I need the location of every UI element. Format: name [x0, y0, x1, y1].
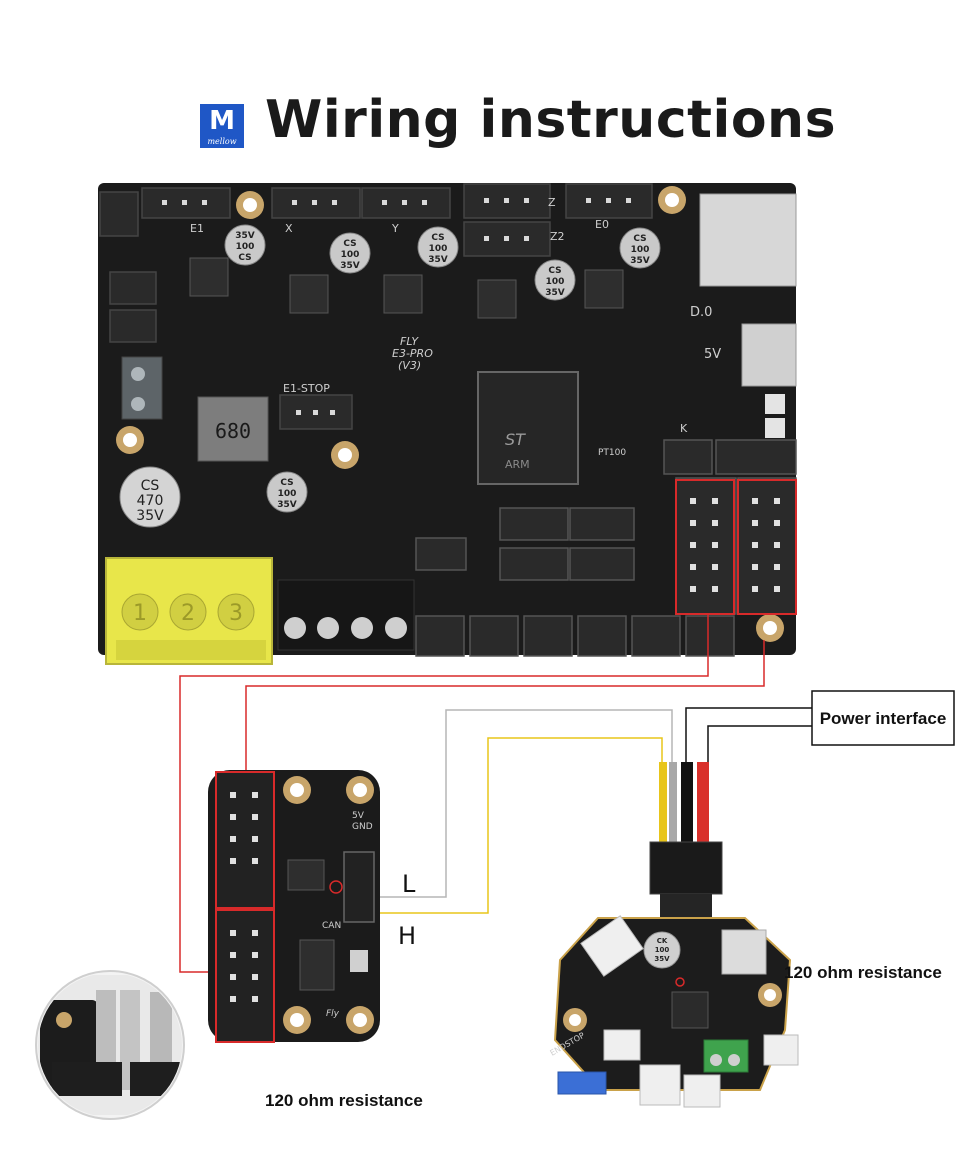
capacitors — [119, 224, 661, 528]
toolhead-resistor-marker — [675, 977, 685, 987]
cap-1-l3: CS — [238, 253, 251, 263]
page-title: Wiring instructions — [265, 90, 837, 150]
toolhead-board: CK 100 35V ENDSTOP — [549, 762, 799, 1108]
cap-1-l1: 35V — [235, 231, 255, 241]
power-interface-label: Power interface — [820, 709, 947, 728]
cap-4-l1: CS — [548, 266, 561, 276]
adapter-silk-gnd: GND — [352, 822, 373, 832]
silk-model-sub: E3-PRO — [392, 347, 433, 360]
cable-red — [697, 762, 709, 846]
cap-3-l1: CS — [431, 233, 444, 243]
adapter-silk-fly: Fly — [326, 1009, 340, 1019]
logo-mark: M — [209, 106, 235, 136]
silk-z: Z — [548, 196, 556, 209]
cap-7-l3: 35V — [136, 508, 164, 524]
cap-6-l2: 100 — [278, 489, 297, 499]
silk-e1-stop: E1-STOP — [283, 382, 330, 395]
terminal-num-2: 2 — [181, 601, 195, 626]
sd-card-slot — [699, 193, 797, 287]
cap-6-l3: 35V — [277, 500, 297, 510]
cap-4-l2: 100 — [546, 277, 565, 287]
header: M mellow Wiring instructions — [0, 90, 960, 170]
cable-black — [681, 762, 693, 846]
inductor — [197, 396, 269, 462]
can-adapter-board: 5V GND CAN Fly — [208, 770, 380, 1043]
mellow-logo-icon: M mellow — [200, 104, 244, 148]
cap-4-l3: 35V — [545, 288, 565, 298]
power-interface-box — [811, 690, 955, 746]
wire-can-l — [356, 709, 673, 898]
boot-button — [765, 418, 785, 438]
toolhead-cap-l1: CK — [657, 937, 668, 945]
adapter-silk-5v: 5V — [352, 811, 365, 821]
cap-3-l3: 35V — [428, 255, 448, 265]
highlight-can-header-1 — [675, 479, 735, 615]
cap-7-l1: CS — [141, 478, 160, 494]
logo-brand: mellow — [207, 137, 237, 146]
terminal-num-3: 3 — [229, 601, 243, 626]
wire-can-h — [356, 737, 663, 914]
cap-6-l1: CS — [280, 478, 293, 488]
cap-5-l1: CS — [633, 234, 646, 244]
reset-button — [765, 394, 785, 414]
silk-k: K — [680, 422, 688, 435]
cap-1-l2: 100 — [236, 242, 255, 252]
wires — [179, 614, 812, 973]
green-terminal — [703, 1039, 749, 1073]
adapter-resistor-marker — [329, 880, 343, 894]
adapter-header-top — [215, 771, 275, 909]
cap-2-l1: CS — [343, 239, 356, 249]
toolhead-cap-l3: 35V — [654, 955, 670, 963]
silk-d0: D.0 — [690, 305, 712, 320]
power-line-1 — [685, 707, 812, 768]
st-logo-text: ST — [505, 430, 526, 449]
toolhead-cap-l2: 100 — [655, 946, 670, 954]
cap-5-l3: 35V — [630, 256, 650, 266]
silk-pt100: PT100 — [598, 448, 626, 458]
cap-2-l3: 35V — [340, 261, 360, 271]
adapter-header-bottom — [215, 909, 275, 1043]
usb-c-port — [741, 323, 797, 387]
highlight-can-header-2 — [737, 479, 797, 615]
label-h: H — [398, 922, 416, 950]
silk-version: (V3) — [398, 359, 421, 372]
can-link-line-1 — [179, 614, 709, 973]
ribbon-header-left — [675, 477, 737, 615]
label-l: L — [402, 870, 416, 898]
main-board: 35V 100 CS CS 100 35V CS 100 35V CS 100 … — [98, 183, 797, 665]
cap-2-l2: 100 — [341, 250, 360, 260]
silk-5v: 5V — [704, 347, 721, 362]
silk-e1: E1 — [190, 222, 204, 235]
mcu-chip — [477, 371, 579, 485]
cap-7-l2: 470 — [137, 493, 164, 509]
cable-yellow — [659, 762, 667, 842]
blue-endstop-connector — [557, 1071, 607, 1095]
power-line-2 — [707, 725, 812, 768]
zoom-inset-icon — [35, 970, 185, 1120]
can-link-line-2 — [245, 640, 765, 770]
cable-gray — [669, 762, 677, 842]
silk-e0: E0 — [595, 218, 609, 231]
cap-5-l2: 100 — [631, 245, 650, 255]
silk-y: Y — [391, 222, 399, 235]
silk-model: FLY — [400, 335, 419, 348]
cap-3-l2: 100 — [429, 244, 448, 254]
power-plug — [649, 841, 723, 895]
arm-logo-text: ARM — [505, 458, 530, 471]
silk-z2: Z2 — [550, 230, 565, 243]
connector-e0 — [565, 183, 653, 219]
terminal-num-1: 1 — [133, 601, 147, 626]
adapter-resistance-label: 120 ohm resistance — [265, 1091, 423, 1110]
inductor-label: 680 — [215, 419, 251, 443]
toolhead-resistance-label: 120 ohm resistance — [784, 963, 942, 982]
ribbon-header-right — [737, 477, 797, 615]
adapter-can-connector — [343, 851, 375, 923]
adapter-silk-can: CAN — [322, 921, 341, 931]
silk-x: X — [285, 222, 293, 235]
